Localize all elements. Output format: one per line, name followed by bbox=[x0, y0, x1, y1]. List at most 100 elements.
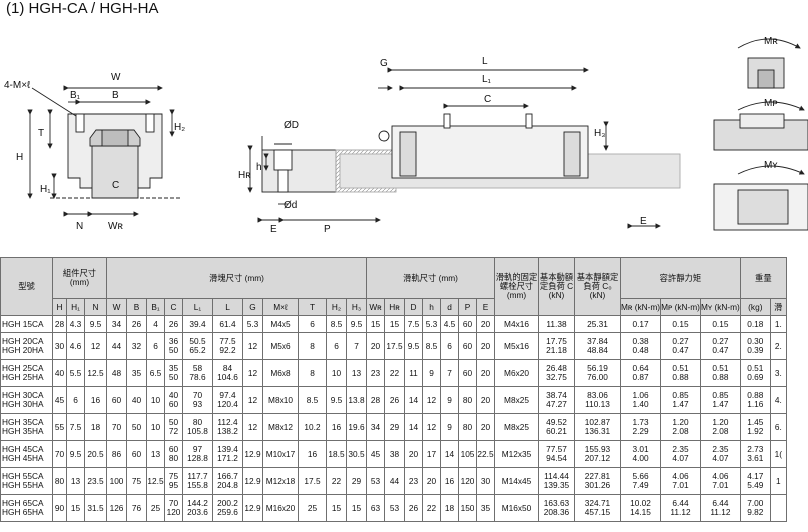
technical-drawings: W B B₁ T H H₁ H₂ N Wʀ C 4-M×ℓ ØD Ød h Hʀ… bbox=[4, 36, 808, 235]
cell-MP: 0.15 bbox=[660, 315, 701, 333]
cell-D: 23 bbox=[404, 467, 423, 495]
cell-W: 60 bbox=[106, 386, 127, 414]
subhdr-assembly-2: N bbox=[84, 298, 107, 316]
cell-value: HGH 25CA bbox=[2, 363, 44, 374]
cell-H2: 18.5 bbox=[326, 440, 347, 468]
cell-value: 0.48 bbox=[632, 345, 649, 355]
cell-value: 155.93 bbox=[584, 444, 611, 455]
cell-d: 18 bbox=[440, 494, 459, 522]
page-title: (1) HGH-CA / HGH-HA bbox=[6, 0, 159, 17]
cell-value: 1( bbox=[774, 448, 783, 459]
cell-G: 12 bbox=[242, 413, 263, 441]
cell-L1: 39.4 bbox=[182, 315, 213, 333]
cell-value: 97 bbox=[192, 444, 203, 455]
dim-b: B bbox=[112, 90, 119, 101]
cell-value: 75 bbox=[168, 471, 179, 482]
cell-value: HGH 65CA bbox=[2, 498, 44, 509]
cell-value: 7.01 bbox=[712, 480, 729, 490]
cell-value: 1.06 bbox=[632, 390, 649, 401]
cell-D: 26 bbox=[404, 494, 423, 522]
cell-value: 58 bbox=[192, 363, 203, 374]
dim-mounting-hole: 4-M×ℓ bbox=[4, 80, 31, 91]
subhdr-rail-2: D bbox=[404, 298, 423, 316]
cell-T: 25 bbox=[298, 494, 327, 522]
cell-H2: 15 bbox=[326, 494, 347, 522]
cell-value: 227.81 bbox=[584, 471, 611, 482]
dim-l: L bbox=[482, 56, 488, 67]
cell-C0: 25.31 bbox=[574, 315, 621, 333]
spec-table: 型號 組件尺寸 (mm) 滑塊尺寸 (mm) 滑軌尺寸 (mm) 滑軌的固定螺栓… bbox=[0, 257, 787, 522]
cell-value: HGH 35HA bbox=[2, 426, 44, 436]
cell-value: 61.4 bbox=[219, 318, 236, 329]
cell-Mxl: M10x17 bbox=[262, 440, 299, 468]
cell-value: 207.12 bbox=[584, 453, 611, 463]
cell-E: 35 bbox=[476, 494, 495, 522]
cell-value: HGH 55CA bbox=[2, 471, 44, 482]
cell-H: 70 bbox=[52, 440, 67, 468]
cell-W: 48 bbox=[106, 359, 127, 387]
cell-value: 104.6 bbox=[217, 372, 238, 382]
dim-t: T bbox=[38, 128, 44, 139]
cell-value: HGH 15CA bbox=[2, 318, 44, 329]
hdr-weight: 重量 bbox=[739, 257, 787, 299]
hdr-assembly: 組件尺寸 (mm) bbox=[52, 257, 107, 299]
cell-WR: 63 bbox=[366, 494, 385, 522]
cell-G: 12.9 bbox=[242, 440, 263, 468]
cell-N: 31.5 bbox=[84, 494, 107, 522]
cell-h: 8.5 bbox=[422, 332, 441, 360]
hdr-rail-bolt: 滑軌的固定螺栓尺寸 (mm) bbox=[494, 257, 539, 316]
dim-e: E bbox=[270, 224, 277, 235]
cell-W: 126 bbox=[106, 494, 127, 522]
cross-section-labels: W B B₁ T H H₁ H₂ N Wʀ C 4-M×ℓ bbox=[4, 72, 185, 232]
hdr-static-load: 基本靜額定負荷 C₀ (kN) bbox=[574, 257, 621, 316]
cell-x: 3. bbox=[769, 359, 787, 387]
label-my: Mʏ bbox=[764, 160, 778, 171]
subhdr-block-7: M×ℓ bbox=[262, 298, 299, 316]
cell-value: 5.49 bbox=[747, 480, 764, 490]
cell-C: 26 bbox=[164, 315, 183, 333]
cell-value: 3.01 bbox=[632, 444, 649, 455]
cell-value: 25.31 bbox=[587, 318, 608, 329]
cell-W: 70 bbox=[106, 413, 127, 441]
cell-E: 20 bbox=[476, 386, 495, 414]
cell-d: 9 bbox=[440, 386, 459, 414]
cell-h: 22 bbox=[422, 494, 441, 522]
subhdr-rail-5: P bbox=[458, 298, 477, 316]
cell-WR: 53 bbox=[366, 467, 385, 495]
cell-value: 0.64 bbox=[632, 363, 649, 374]
cell-value: 77.5 bbox=[219, 336, 236, 347]
cell-value: 0.88 bbox=[712, 372, 729, 382]
cell-x: 1( bbox=[769, 440, 787, 468]
cell-H: 28 bbox=[52, 315, 67, 333]
cell-d: 7 bbox=[440, 359, 459, 387]
dim-g: G bbox=[380, 58, 388, 69]
cell-value: 0.27 bbox=[712, 336, 729, 347]
cell-H2: 9.5 bbox=[326, 386, 347, 414]
cell-value: 60 bbox=[168, 444, 179, 455]
cell-value: 76.00 bbox=[587, 372, 608, 382]
subhdr-block-10: H₃ bbox=[346, 298, 367, 316]
cell-value: 26.48 bbox=[546, 363, 567, 374]
cell-value: 40 bbox=[168, 390, 179, 401]
cell-value: 36 bbox=[168, 336, 179, 347]
